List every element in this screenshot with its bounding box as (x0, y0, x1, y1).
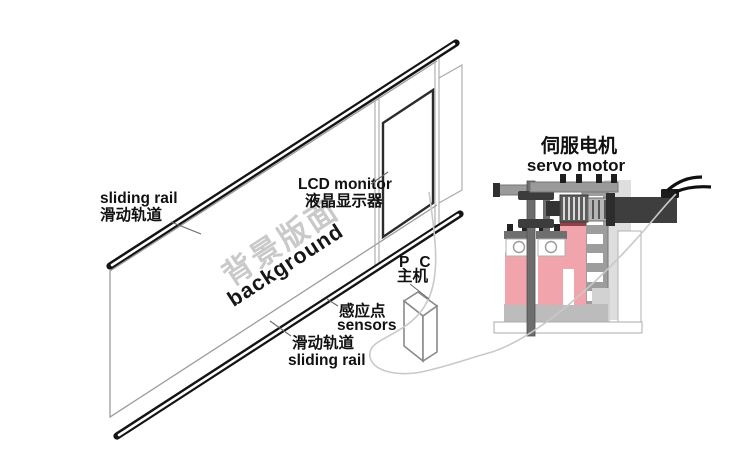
leader-sensors (326, 298, 339, 307)
clamp-cap (504, 231, 535, 239)
clamp-stud (507, 224, 513, 232)
base-plate (493, 321, 643, 334)
clamp-cap (536, 231, 567, 239)
label-lcd-zh: 液晶显示器 (305, 191, 383, 210)
label-servo-zh: 伺服电机 (540, 134, 617, 157)
right-side-panel (438, 64, 463, 204)
label-pc: P C 主机 (397, 254, 434, 300)
lcd-monitor-screen (381, 87, 435, 240)
label-lcd-monitor: LCD monitor 液晶显示器 (298, 171, 392, 210)
rail-bottom-core (117, 213, 460, 437)
servo-motor-unit (606, 175, 712, 226)
label-rail-top-zh: 滑动轨道 (100, 205, 163, 224)
right-side-panel-outline (438, 64, 463, 204)
gear-shaft-block (546, 201, 560, 216)
servo-machine (493, 174, 712, 337)
label-rail-bottom-zh: 滑动轨道 (292, 333, 355, 352)
base-bar (504, 304, 608, 322)
gear-cylinder (559, 194, 589, 223)
label-pc-zh: 主机 (397, 266, 429, 285)
pc-tower (402, 291, 439, 363)
label-rail-top-en: sliding rail (100, 190, 178, 207)
drive-rod (526, 180, 536, 337)
label-sensors-zh: 感应点 (339, 301, 386, 320)
sliding-rail-bottom-bar (113, 210, 464, 440)
leader-rail-bottom (269, 320, 292, 337)
clamp-bearing (544, 240, 558, 254)
label-servo-motor: 伺服电机 servo motor (527, 134, 626, 175)
monitor-column (374, 57, 440, 268)
label-pc-en: P C (399, 254, 434, 271)
rod-bolt-bar (518, 219, 554, 228)
background-panel-outline (109, 60, 438, 419)
machine-side-panel (617, 230, 642, 323)
pink-block-middle (538, 252, 560, 305)
clamp-stud (554, 224, 560, 232)
frame-studs (560, 174, 617, 183)
clamp-body (537, 238, 566, 257)
top-frame-bar (529, 181, 619, 193)
clamp-bearing (512, 240, 526, 254)
label-servo-en: servo motor (527, 156, 626, 175)
label-lcd-en: LCD monitor (298, 176, 392, 193)
rod-bolt-bar (518, 191, 554, 200)
label-rail-bottom-en: sliding rail (288, 352, 366, 369)
sliding-rail-top-bar (106, 39, 460, 270)
label-sliding-rail-bottom: 滑动轨道 sliding rail (269, 320, 366, 369)
gear-wheel (587, 197, 612, 222)
motor-flange (606, 193, 615, 226)
background-panel: 背景版面 background (109, 60, 438, 419)
leader-rail-top (170, 221, 202, 235)
motor-cable (666, 175, 703, 192)
motor-cable (674, 185, 712, 194)
left-arm-cap (493, 183, 500, 197)
rail-top-core (110, 42, 456, 267)
leader-pc (409, 283, 430, 300)
label-sensors-en: sensors (337, 317, 396, 334)
motor-body (615, 197, 677, 223)
signal-cable (369, 191, 677, 375)
label-sensors: 感应点 sensors (326, 298, 396, 334)
pc-tower-side-face (422, 304, 438, 363)
label-sliding-rail-top: sliding rail 滑动轨道 (100, 190, 202, 235)
leader-lcd (370, 171, 389, 185)
pink-block-notch (563, 269, 574, 305)
